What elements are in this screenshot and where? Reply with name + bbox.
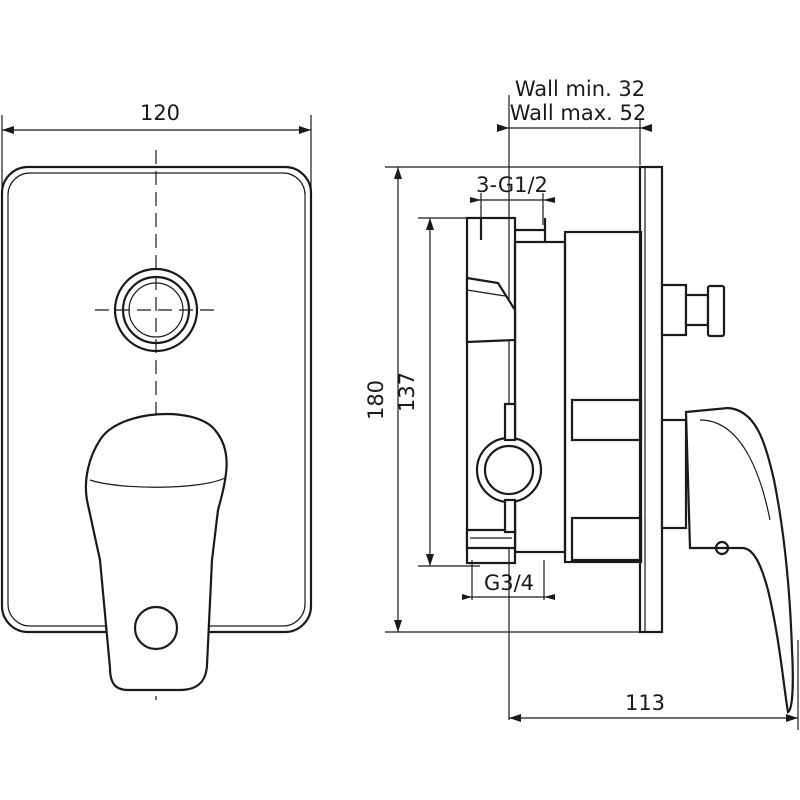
- lever-handle: [84, 412, 228, 692]
- wall-min-label: Wall min. 32: [515, 77, 645, 101]
- height-outer-label: 180: [364, 380, 388, 420]
- diverter-knob: [113, 267, 199, 353]
- height-inner-label: 137: [395, 372, 419, 412]
- outlets-label: 3-G1/2: [476, 173, 548, 197]
- width-dimension: 120: [1, 101, 312, 190]
- height-inner-dimension: 137: [395, 217, 480, 567]
- side-view: Wall min. 32 Wall max. 52 180 137: [364, 77, 799, 730]
- height-outer-dimension: 180: [364, 166, 648, 633]
- outlets-dimension: 3-G1/2: [470, 173, 555, 225]
- inlet-label: G3/4: [484, 571, 534, 595]
- wall-max-label: Wall max. 52: [510, 101, 646, 125]
- lever-profile: [660, 406, 794, 714]
- depth-dimension: 113: [509, 640, 799, 730]
- inlet-dimension: G3/4: [462, 560, 555, 600]
- front-view: 120: [0, 101, 313, 700]
- depth-label: 113: [625, 691, 665, 715]
- mixer-body: [465, 165, 664, 634]
- width-label: 120: [140, 101, 180, 125]
- diverter-stem: [660, 283, 726, 338]
- wall-dimension: Wall min. 32 Wall max. 52: [497, 77, 652, 720]
